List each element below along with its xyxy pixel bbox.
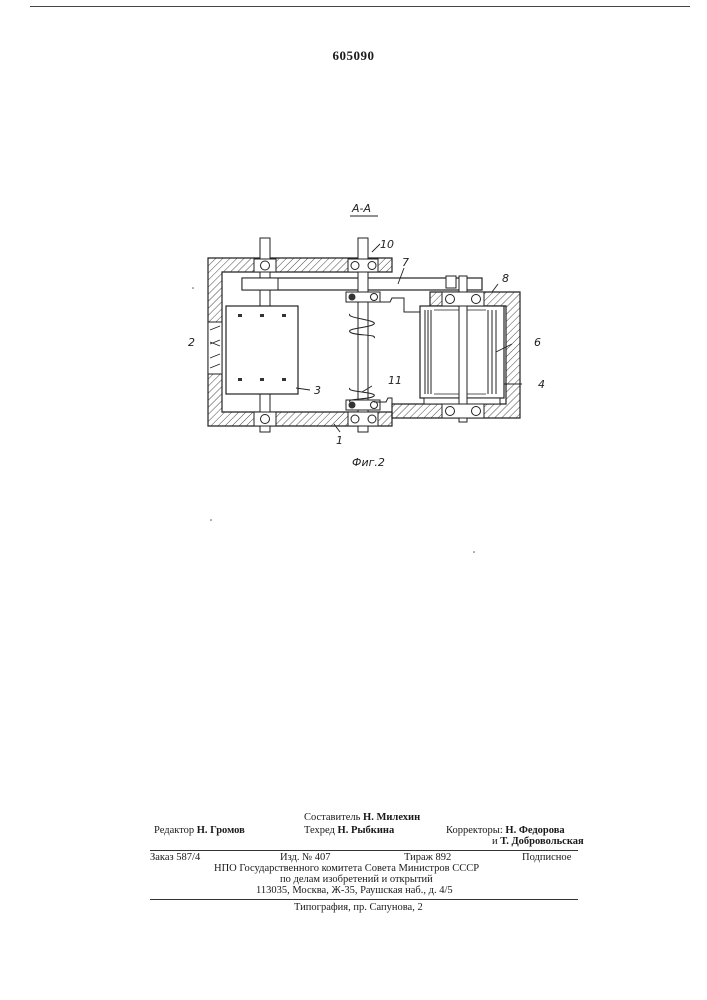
- rule-1: [150, 850, 578, 851]
- part-label-7: 7: [402, 256, 409, 269]
- linkage-bracket: [372, 298, 424, 404]
- org-address: 113035, Москва, Ж-35, Раушская наб., д. …: [256, 886, 453, 897]
- corrector-2-prefix: и: [492, 836, 498, 847]
- section-label: А-А: [351, 202, 371, 215]
- corrector-1: Н. Федорова: [505, 825, 564, 836]
- editor-label: Редактор: [154, 825, 194, 836]
- edition-number: Изд. № 407: [280, 853, 331, 864]
- circulation: Тираж 892: [404, 853, 451, 864]
- techred-name: Н. Рыбкина: [338, 825, 395, 836]
- org-line-2: по делам изобретений и открытий: [280, 875, 433, 886]
- order-number: Заказ 587/4: [150, 853, 200, 864]
- part-label-10: 10: [380, 238, 394, 251]
- part-label-11: 11: [388, 374, 402, 387]
- corrector-2: Т. Добровольская: [500, 836, 583, 847]
- correctors-label: Корректоры:: [446, 825, 503, 836]
- printer-line: Типография, пр. Сапунова, 2: [294, 903, 423, 914]
- figure-caption: Фиг.2: [352, 456, 385, 469]
- org-line-1: НПО Государственного комитета Совета Мин…: [214, 864, 479, 875]
- editor-name: Н. Громов: [197, 825, 245, 836]
- part-label-6: 6: [534, 336, 541, 349]
- drum-3: [226, 306, 298, 394]
- part-label-8: 8: [502, 272, 509, 285]
- compiler-name: Н. Милехин: [363, 812, 420, 823]
- compiler-label: Составитель: [304, 812, 360, 823]
- subscription: Подписное: [522, 853, 571, 864]
- rule-2: [150, 899, 578, 900]
- part-label-1: 1: [336, 434, 343, 447]
- part-label-2: 2: [188, 336, 195, 349]
- techred-label: Техред: [304, 825, 335, 836]
- part-label-3: 3: [314, 384, 321, 397]
- part-label-4: 4: [538, 378, 545, 391]
